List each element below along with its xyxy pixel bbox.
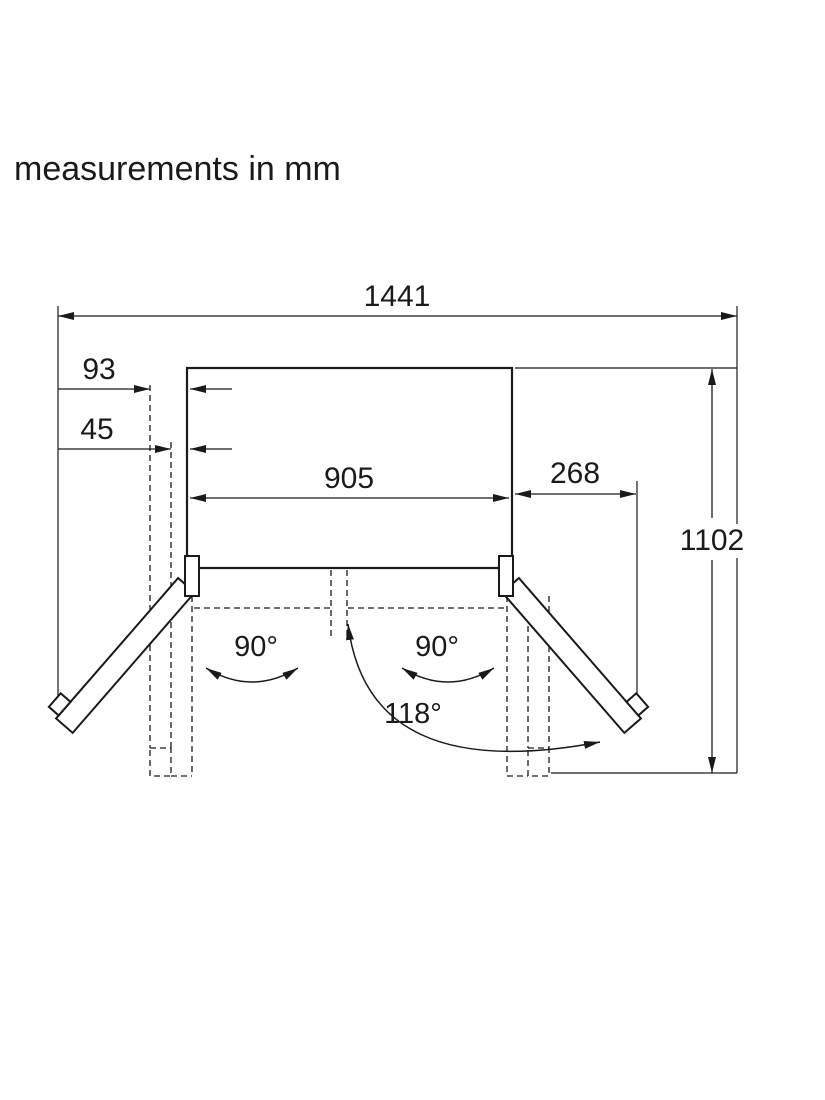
arc-right-90 xyxy=(401,667,495,683)
arc-left-90 xyxy=(205,667,299,683)
fridge-cabinet xyxy=(185,366,514,570)
angle-label-left-90: 90° xyxy=(234,631,278,663)
dim-label-depth: 1102 xyxy=(680,524,745,557)
dim-label-total-width: 1441 xyxy=(364,280,431,313)
arc-118 xyxy=(346,623,601,753)
right-door-slab xyxy=(500,576,643,735)
left-door-open xyxy=(47,576,197,735)
left-door-slab xyxy=(54,576,197,735)
left-hinge-block xyxy=(184,555,200,597)
left-door-90-handle-box xyxy=(149,747,172,777)
right-door-open xyxy=(500,576,650,735)
diagram-title: measurements in mm xyxy=(14,150,341,188)
depth-label-backdrop xyxy=(668,524,756,558)
dim-label-45: 45 xyxy=(80,413,113,446)
left-door-handle xyxy=(47,691,72,717)
right-door-handle xyxy=(625,691,650,717)
dim-label-right-projection: 268 xyxy=(550,457,600,490)
angle-label-118: 118° xyxy=(384,698,442,730)
right-door-90-handle-box xyxy=(527,747,550,777)
right-hinge-block xyxy=(498,555,514,597)
angle-label-right-90: 90° xyxy=(415,631,459,663)
dim-label-93: 93 xyxy=(82,353,115,386)
dim-label-cabinet-width: 905 xyxy=(324,462,374,495)
